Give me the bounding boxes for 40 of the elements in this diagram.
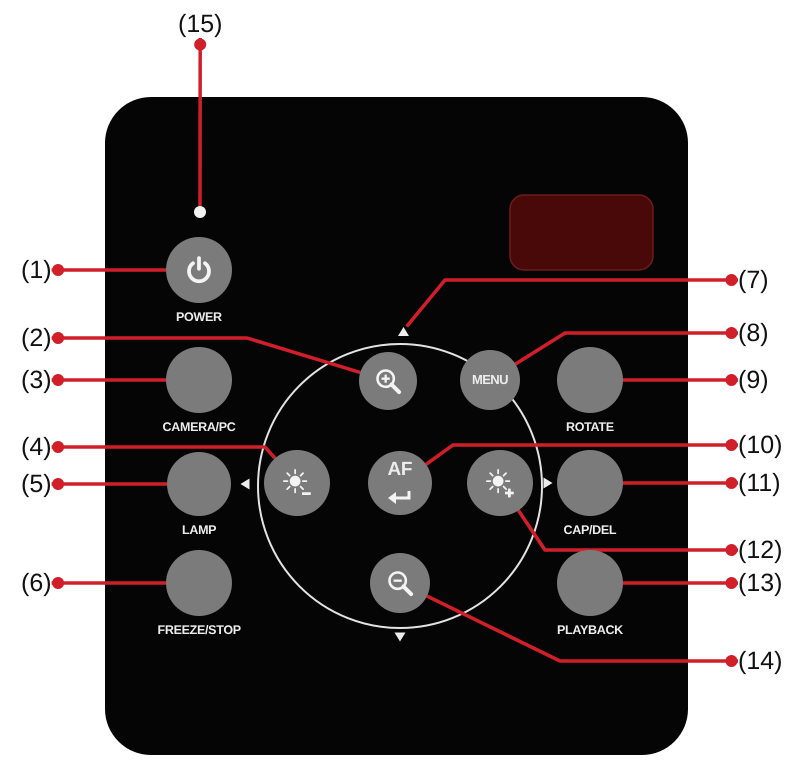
button-label: ROTATE	[566, 420, 614, 434]
direction-arrow	[398, 326, 408, 336]
leader-line	[514, 327, 738, 366]
callout-number: (14)	[738, 647, 782, 675]
leader-line	[623, 374, 738, 386]
button-label: POWER	[176, 310, 222, 324]
button-label: AF	[388, 460, 412, 480]
leader-line	[52, 577, 166, 589]
leader-line	[52, 374, 166, 386]
leader-line	[516, 509, 738, 556]
callout-number: (1)	[21, 256, 52, 284]
callout-number: (10)	[738, 431, 782, 459]
button-label: CAMERA/PC	[162, 420, 236, 434]
callout-number: (7)	[738, 266, 769, 294]
button-label: LAMP	[182, 523, 216, 537]
callout-number: (8)	[738, 319, 769, 347]
button-label: MENU	[472, 373, 508, 387]
callout-number: (15)	[178, 10, 222, 38]
leader-line	[52, 264, 166, 276]
callout-number: (6)	[21, 569, 52, 597]
callout-number: (2)	[21, 324, 52, 352]
callout-number: (11)	[738, 469, 781, 497]
leader-line	[623, 477, 738, 489]
callout-number: (4)	[21, 433, 52, 461]
callout-number: (12)	[738, 536, 782, 564]
leader-line	[52, 478, 167, 490]
button-label: PLAYBACK	[557, 623, 623, 637]
callout-number: (9)	[738, 366, 769, 394]
leader-line	[424, 439, 738, 466]
leader-line	[52, 332, 361, 374]
callout-number: (13)	[738, 569, 782, 597]
button-label: CAP/DEL	[564, 523, 616, 537]
leader-line	[405, 274, 738, 328]
button-label: FREEZE/STOP	[158, 623, 241, 637]
callout-number: (3)	[21, 366, 52, 394]
leader-line	[623, 577, 738, 589]
leader-line	[52, 441, 276, 460]
callout-number: (5)	[21, 470, 52, 498]
leader-line	[194, 38, 206, 206]
leader-line	[426, 594, 738, 667]
